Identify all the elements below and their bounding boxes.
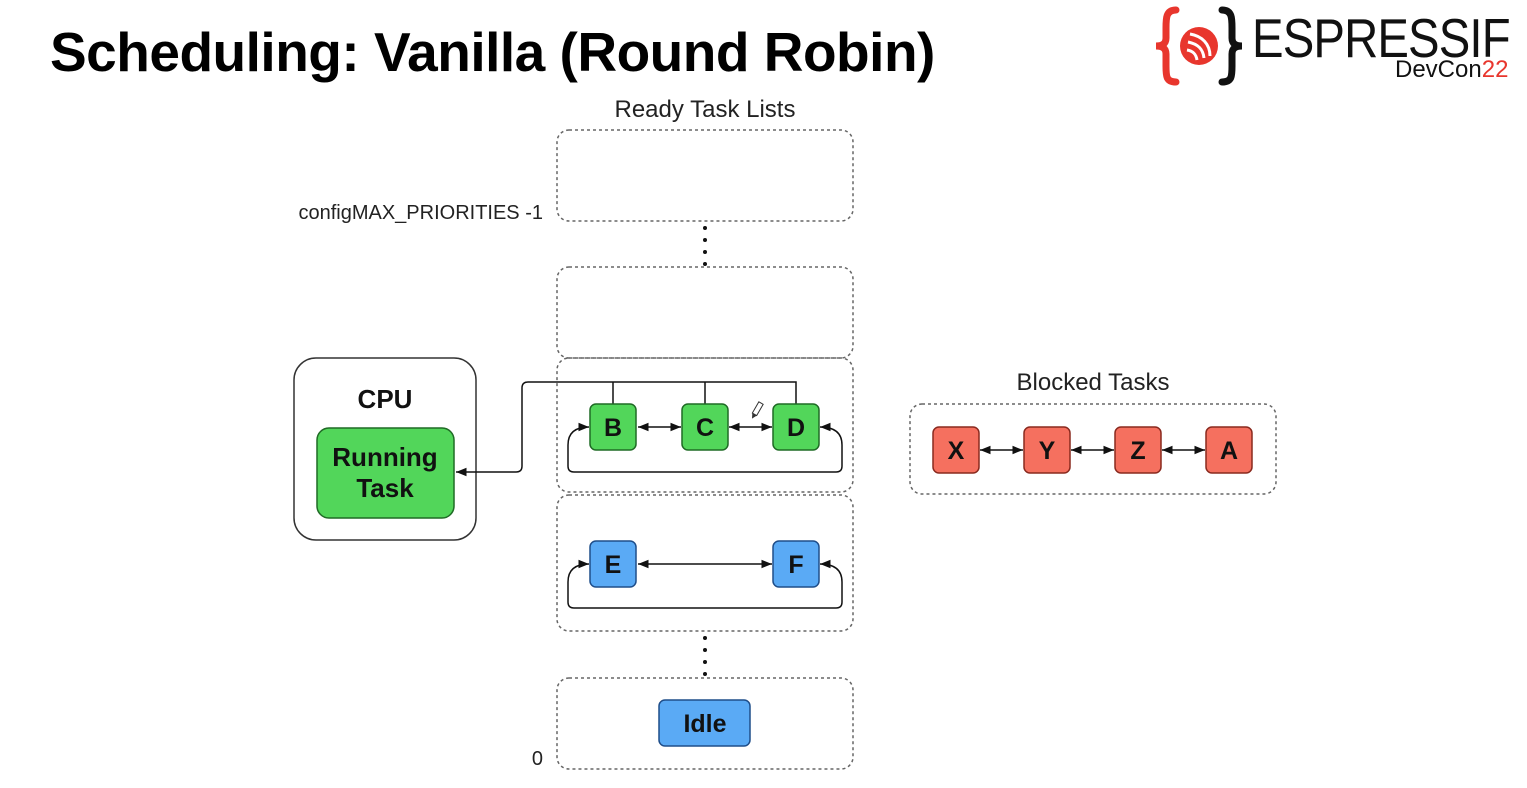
slide-title: Scheduling: Vanilla (Round Robin) <box>50 21 935 83</box>
blocked-task-y-label: Y <box>1039 437 1056 465</box>
logo-event-main: DevCon <box>1395 56 1482 83</box>
blocked-tasks-title: Blocked Tasks <box>1017 369 1170 396</box>
blocked-task-a-box <box>1205 426 1253 474</box>
blocked-list-container <box>909 403 1277 495</box>
task-f-label: F <box>788 551 803 579</box>
blocked-task-y-box <box>1023 426 1071 474</box>
espressif-brace-logo-icon <box>1155 6 1243 86</box>
cpu-title: CPU <box>358 384 413 414</box>
task-d-label: D <box>787 414 805 442</box>
top-priority-label: configMAX_PRIORITIES -1 <box>298 202 543 224</box>
idle-task-label: Idle <box>683 710 726 738</box>
task-f-box <box>772 540 820 588</box>
task-d-box <box>772 403 820 451</box>
ellipsis-dots-lower <box>703 636 707 676</box>
ellipsis-dots-upper <box>703 226 707 266</box>
blocked-task-z-box <box>1114 426 1162 474</box>
task-to-cpu-connector <box>456 381 797 472</box>
blocked-task-z-label: Z <box>1130 437 1145 465</box>
logo-wordmark: ESPRESSIF <box>1252 7 1511 69</box>
task-e-label: E <box>605 551 622 579</box>
pen-cursor-icon <box>751 401 764 419</box>
ready-list-top-priority <box>556 129 854 222</box>
running-task-label-line2: Task <box>356 473 414 503</box>
ready-list-upper <box>556 266 854 359</box>
ef-wrap-loop <box>567 559 843 609</box>
task-c-box <box>681 403 729 451</box>
running-task-label-line1: Running <box>332 442 437 472</box>
task-b-label: B <box>604 414 622 442</box>
task-c-label: C <box>696 414 714 442</box>
bcd-wrap-loop <box>567 422 843 473</box>
blocked-task-x-label: X <box>948 437 965 465</box>
logo-event-year: 22 <box>1481 56 1509 83</box>
bottom-priority-label: 0 <box>532 748 543 770</box>
task-e-box <box>589 540 637 588</box>
task-b-box <box>589 403 637 451</box>
cpu-box <box>293 357 477 541</box>
logo-event-name: DevCon22 <box>1395 56 1508 84</box>
ready-lists-title: Ready Task Lists <box>615 96 796 123</box>
blocked-task-x-box <box>932 426 980 474</box>
idle-task-box <box>658 699 751 747</box>
espressif-devcon-logo: ESPRESSIF DevCon22 <box>1150 4 1520 88</box>
ready-list-idle <box>556 677 854 770</box>
ready-list-ef <box>556 494 854 632</box>
blocked-task-a-label: A <box>1220 437 1238 465</box>
